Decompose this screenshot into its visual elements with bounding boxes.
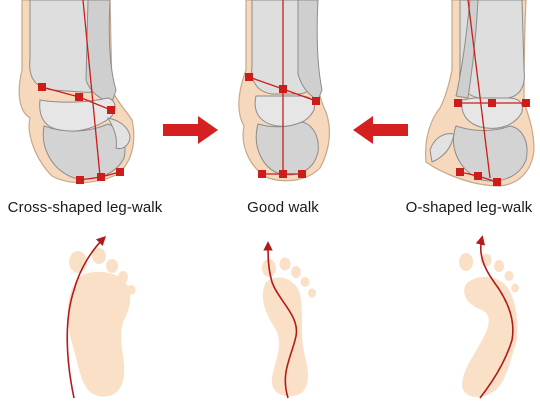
marker: [116, 168, 124, 176]
marker: [298, 170, 306, 178]
toe: [280, 258, 291, 271]
footprint-good: [262, 244, 316, 398]
toe: [494, 260, 504, 272]
footprint-o: [459, 238, 519, 398]
marker: [312, 97, 320, 105]
footprint-cross: [67, 238, 135, 398]
marker: [245, 73, 253, 81]
marker: [279, 85, 287, 93]
marker: [75, 93, 83, 101]
marker: [488, 99, 496, 107]
ankle-o-illustration: [426, 0, 534, 186]
marker: [474, 172, 482, 180]
toe: [118, 271, 128, 283]
marker: [76, 176, 84, 184]
toe: [69, 251, 87, 273]
right-arrow-icon: [163, 116, 218, 144]
marker: [454, 99, 462, 107]
toe: [106, 259, 118, 273]
marker: [107, 106, 115, 114]
marker: [493, 178, 501, 186]
toe: [459, 253, 473, 271]
toe: [127, 285, 136, 295]
marker: [258, 170, 266, 178]
toe: [505, 271, 514, 281]
marker: [522, 99, 530, 107]
toe: [511, 284, 519, 293]
marker: [279, 170, 287, 178]
toe: [291, 266, 301, 278]
marker: [38, 83, 46, 91]
ankle-good-illustration: [239, 0, 329, 181]
caption-o-walk: O-shaped leg-walk: [406, 199, 533, 216]
caption-good-walk: Good walk: [247, 199, 319, 216]
marker: [97, 173, 105, 181]
caption-cross-walk: Cross-shaped leg-walk: [8, 199, 163, 216]
toe: [308, 289, 316, 298]
toe: [301, 277, 310, 287]
ankle-cross-illustration: [19, 0, 134, 184]
marker: [456, 168, 464, 176]
left-arrow-icon: [353, 116, 408, 144]
